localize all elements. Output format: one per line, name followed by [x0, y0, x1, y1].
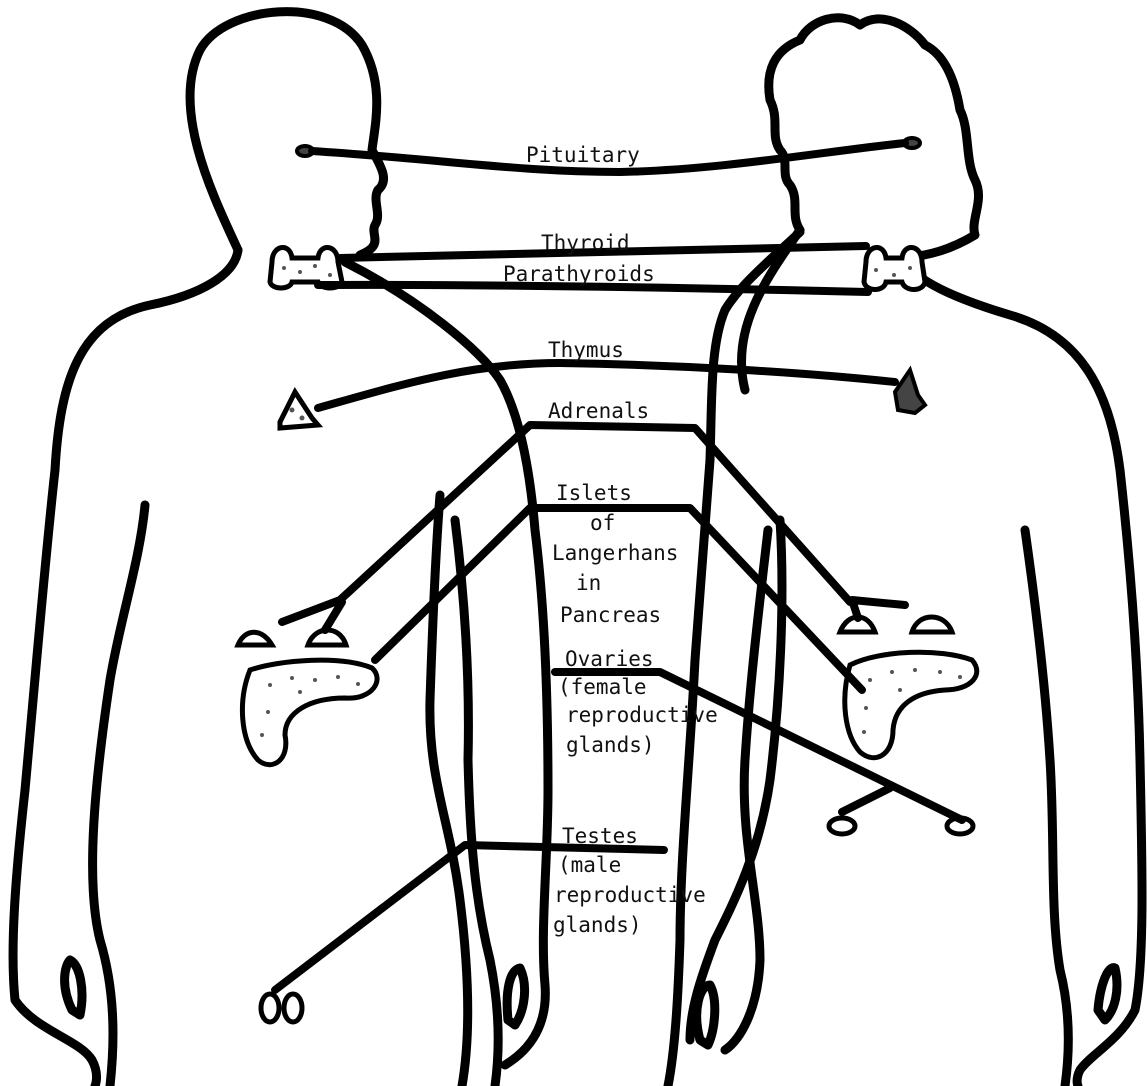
ovaries-label-line4: glands): [566, 733, 655, 757]
male-thymus-gland: [280, 392, 318, 428]
islets-label-line2: of: [590, 511, 615, 535]
female-head-outline: [741, 18, 978, 390]
male-thumb-left: [65, 960, 82, 1015]
female-figure: [668, 18, 1142, 1086]
female-thumb-right: [1098, 968, 1117, 1020]
islets-label-line5: Pancreas: [560, 603, 661, 627]
female-ovary-left-gland: [829, 818, 855, 834]
testes-label-line1: Testes: [562, 824, 638, 848]
thymus-label: Thymus: [548, 338, 624, 362]
testes-label-line4: glands): [553, 913, 642, 937]
female-pancreas-gland: [845, 652, 977, 758]
female-arm-inner-right: [1025, 530, 1068, 1086]
male-thumb-right: [507, 968, 524, 1025]
pituitary-label: Pituitary: [526, 143, 640, 167]
parathyroids-label: Parathyroids: [503, 262, 655, 286]
testes-label-line3: reproductive: [554, 883, 706, 907]
islets-label-line3: Langerhans: [552, 541, 678, 565]
female-thymus-gland: [895, 370, 925, 413]
female-thumb-left: [697, 985, 715, 1045]
islets-label-line1: Islets: [556, 481, 632, 505]
testes-label-line2: (male: [558, 853, 621, 877]
male-figure: [13, 12, 548, 1086]
male-arm-inner-left: [93, 505, 145, 1086]
ovaries-label-line3: reproductive: [566, 703, 718, 727]
male-testis-right-gland: [284, 994, 302, 1022]
adrenals-label: Adrenals: [548, 399, 649, 423]
male-head-outline: [190, 12, 384, 255]
male-pancreas-gland: [242, 660, 377, 765]
male-torso-inner-line: [455, 520, 498, 1086]
female-thyroid-gland: [864, 247, 925, 289]
male-body-left-outline: [13, 250, 238, 1086]
female-adrenal-right-gland: [912, 617, 952, 632]
thyroid-label: Thyroid: [541, 231, 630, 255]
female-arm-left-outline: [725, 530, 768, 1050]
male-testis-left-gland: [261, 994, 279, 1022]
male-adrenal-left-gland: [238, 632, 272, 645]
ovaries-label-line2: (female: [558, 675, 647, 699]
ovaries-label-line1: Ovaries: [565, 647, 654, 671]
islets-label-line4: in: [576, 571, 601, 595]
